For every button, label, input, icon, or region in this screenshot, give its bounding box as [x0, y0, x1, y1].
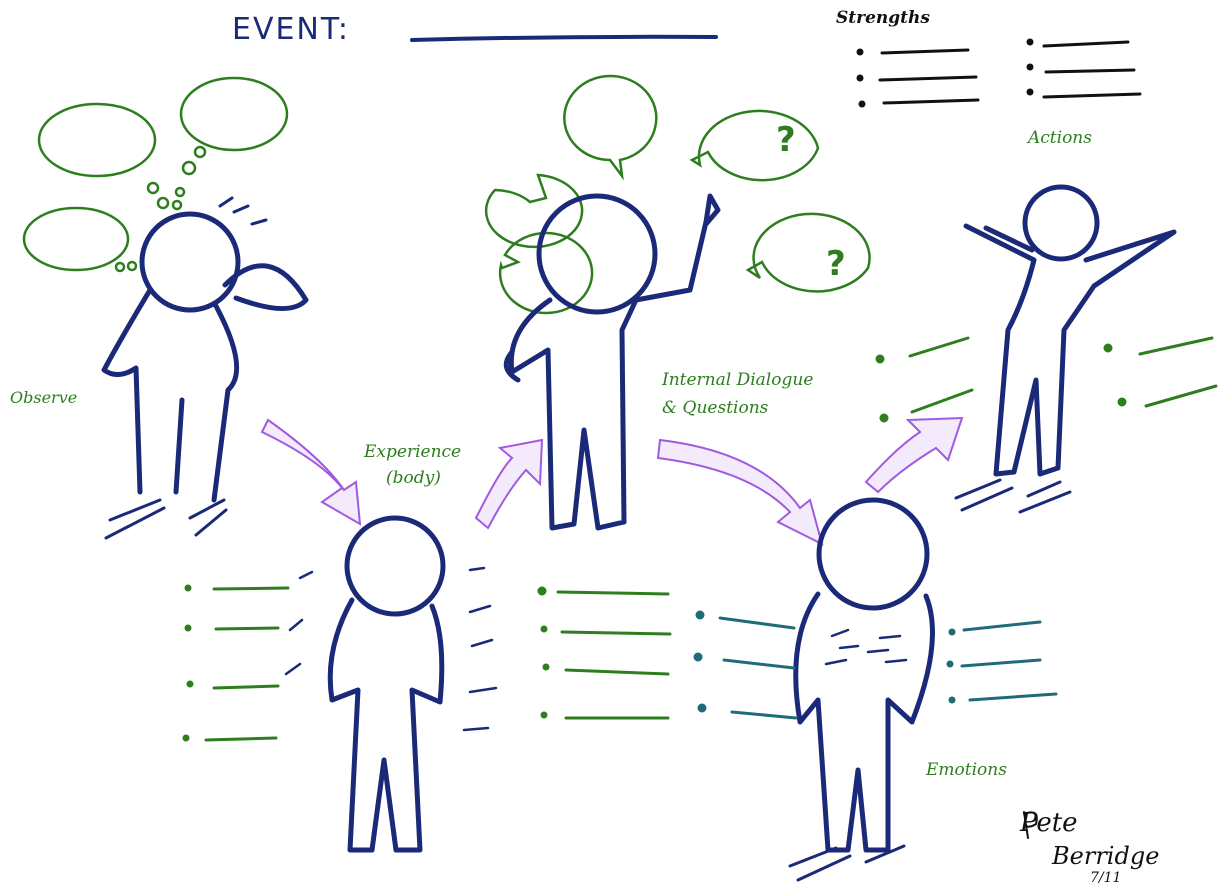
strengths-label: Strengths — [836, 8, 930, 28]
actions-label: Actions — [1028, 128, 1092, 148]
signature-line-1: Pete — [1020, 808, 1078, 838]
figure-experience — [284, 515, 498, 853]
signature-line-3: 7/11 — [1090, 870, 1122, 886]
figures — [101, 184, 1177, 882]
experience-sub-label: (body) — [386, 468, 441, 488]
emotions-label: Emotions — [926, 760, 1007, 780]
speech-bubbles — [484, 74, 871, 315]
strengths-list — [856, 38, 1142, 108]
experience-lines-left — [182, 584, 290, 742]
emotions-lines — [693, 610, 1058, 720]
observe-dashes — [218, 196, 268, 226]
figure-observe — [101, 211, 309, 540]
thought-bubbles — [22, 76, 289, 273]
figure-actions — [954, 184, 1177, 514]
signature — [1023, 811, 1038, 839]
signature-line-2: Berridge — [1052, 842, 1160, 870]
event-title: EVENT: — [232, 12, 351, 47]
question-mark-lower: ? — [826, 244, 846, 284]
question-mark-upper: ? — [776, 120, 796, 160]
flow-arrows — [260, 416, 964, 546]
actions-lines — [875, 336, 1218, 423]
figure-emotions — [788, 497, 935, 882]
internal-dialogue-label: Internal Dialogue — [662, 370, 814, 390]
experience-label: Experience — [364, 442, 462, 462]
experience-lines-right — [537, 586, 672, 720]
figure-internal-dialogue — [503, 193, 721, 531]
observe-label: Observe — [10, 388, 78, 407]
questions-label: & Questions — [662, 398, 769, 418]
event-underline — [410, 34, 718, 42]
